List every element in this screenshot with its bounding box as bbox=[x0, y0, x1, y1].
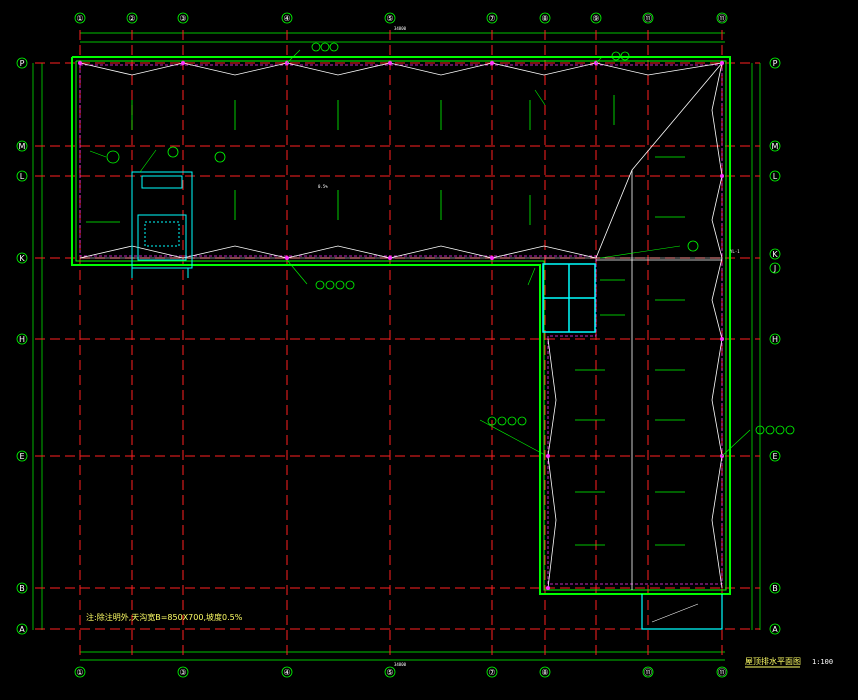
row-bubble: P bbox=[16, 57, 28, 69]
column-bubble: ⑤ bbox=[384, 666, 396, 678]
row-bubble: B bbox=[16, 582, 28, 594]
slope-label: 0.5% bbox=[318, 184, 328, 189]
column-bubble: ① bbox=[74, 12, 86, 24]
row-bubble: L bbox=[16, 170, 28, 182]
svg-text:⑪: ⑪ bbox=[644, 14, 652, 23]
row-bubble: H bbox=[16, 333, 28, 345]
drain-symbols bbox=[106, 42, 795, 435]
svg-text:①: ① bbox=[76, 668, 83, 677]
svg-text:⑤: ⑤ bbox=[386, 668, 393, 677]
svg-text:K: K bbox=[19, 254, 25, 263]
svg-text:⑤: ⑤ bbox=[386, 14, 393, 23]
row-bubble: L bbox=[769, 170, 781, 182]
ridge-lines bbox=[79, 62, 723, 590]
column-bubble: ③ bbox=[177, 666, 189, 678]
row-bubble: A bbox=[16, 623, 28, 635]
slope-arrows bbox=[86, 95, 685, 546]
row-bubble: K bbox=[769, 248, 781, 260]
column-bubble: ⑪ bbox=[716, 666, 728, 678]
cyan-shaft bbox=[542, 263, 596, 333]
row-bubble: K bbox=[16, 252, 28, 264]
svg-text:P: P bbox=[20, 59, 25, 68]
column-bubble: ⑨ bbox=[590, 12, 602, 24]
svg-text:A: A bbox=[772, 625, 778, 634]
gutter-outline bbox=[79, 64, 723, 585]
svg-text:B: B bbox=[19, 584, 25, 593]
column-bubbles-bottom: ① ③ ④ ⑤ ⑦ ⑧ ⑪ ⑪ bbox=[74, 666, 728, 678]
stair-bottom bbox=[641, 594, 723, 630]
row-bubbles-left: P M L K H E B A bbox=[16, 57, 28, 635]
bottom-total-dimension: 34800 bbox=[394, 662, 407, 667]
grid-lines bbox=[35, 30, 760, 660]
svg-text:P: P bbox=[773, 59, 778, 68]
column-bubbles-top: ① ② ③ ④ ⑤ ⑦ ⑧ ⑨ ⑪ ⑪ bbox=[74, 12, 728, 24]
column-bubble: ⑪ bbox=[716, 12, 728, 24]
svg-text:K: K bbox=[772, 250, 778, 259]
svg-text:M: M bbox=[19, 142, 26, 151]
svg-text:⑨: ⑨ bbox=[592, 14, 599, 23]
svg-text:E: E bbox=[772, 452, 777, 461]
row-bubble: E bbox=[769, 450, 781, 462]
row-bubble: P bbox=[769, 57, 781, 69]
column-bubble: ⑦ bbox=[486, 666, 498, 678]
column-bubble: ⑪ bbox=[642, 666, 654, 678]
node-markers bbox=[78, 61, 724, 590]
svg-text:⑪: ⑪ bbox=[718, 14, 726, 23]
top-dimensions bbox=[32, 32, 761, 661]
downpipe-label: YL-1 bbox=[730, 249, 740, 254]
row-bubble: A bbox=[769, 623, 781, 635]
column-bubble: ③ bbox=[177, 12, 189, 24]
svg-text:H: H bbox=[19, 335, 25, 344]
row-bubbles-right: P M L K J H E B A bbox=[769, 57, 781, 635]
svg-text:⑪: ⑪ bbox=[718, 668, 726, 677]
svg-text:⑧: ⑧ bbox=[541, 14, 548, 23]
row-bubble: H bbox=[769, 333, 781, 345]
stair-core bbox=[131, 171, 193, 278]
column-bubble: ⑦ bbox=[486, 12, 498, 24]
svg-text:④: ④ bbox=[283, 668, 290, 677]
column-bubble: ④ bbox=[281, 666, 293, 678]
drawing-scale: 1:100 bbox=[812, 658, 833, 666]
svg-text:②: ② bbox=[128, 14, 135, 23]
svg-text:③: ③ bbox=[179, 668, 186, 677]
svg-text:A: A bbox=[19, 625, 25, 634]
svg-text:⑦: ⑦ bbox=[488, 668, 495, 677]
column-bubble: ④ bbox=[281, 12, 293, 24]
svg-text:④: ④ bbox=[283, 14, 290, 23]
svg-text:③: ③ bbox=[179, 14, 186, 23]
leader-lines bbox=[89, 49, 751, 457]
svg-text:E: E bbox=[19, 452, 24, 461]
row-bubble: E bbox=[16, 450, 28, 462]
drawing-note: 注:除注明外,天沟宽B=850X700,坡度0.5% bbox=[86, 612, 243, 622]
row-bubble: M bbox=[769, 140, 781, 152]
drawing-title: 屋顶排水平面图 bbox=[745, 656, 801, 666]
svg-text:M: M bbox=[772, 142, 779, 151]
svg-text:B: B bbox=[772, 584, 778, 593]
column-bubble: ⑧ bbox=[539, 12, 551, 24]
column-bubble: ⑤ bbox=[384, 12, 396, 24]
svg-text:⑪: ⑪ bbox=[644, 668, 652, 677]
column-bubble: ② bbox=[126, 12, 138, 24]
svg-text:⑧: ⑧ bbox=[541, 668, 548, 677]
svg-text:L: L bbox=[20, 172, 25, 181]
svg-text:L: L bbox=[773, 172, 778, 181]
column-bubble: ① bbox=[74, 666, 86, 678]
column-bubble: ⑪ bbox=[642, 12, 654, 24]
row-bubble: J bbox=[769, 262, 781, 274]
row-bubble: B bbox=[769, 582, 781, 594]
svg-text:⑦: ⑦ bbox=[488, 14, 495, 23]
top-total-dimension: 34800 bbox=[394, 26, 407, 31]
svg-text:J: J bbox=[773, 264, 776, 273]
column-bubble: ⑧ bbox=[539, 666, 551, 678]
svg-text:H: H bbox=[772, 335, 778, 344]
building-outline bbox=[71, 56, 731, 595]
row-bubble: M bbox=[16, 140, 28, 152]
svg-text:①: ① bbox=[76, 14, 83, 23]
